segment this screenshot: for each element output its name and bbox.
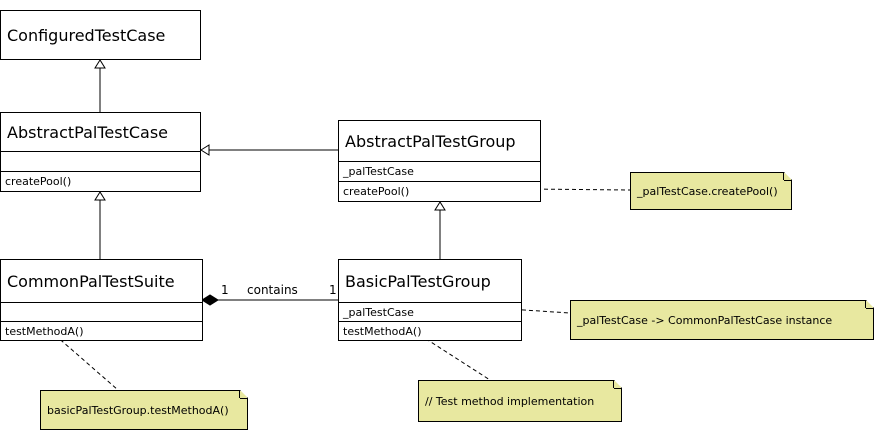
note-text: _palTestCase.createPool() [637, 184, 778, 198]
note-create-pool[interactable]: _palTestCase.createPool() [630, 172, 792, 210]
note-fold [614, 380, 622, 388]
operation-compartment: testMethodA() [1, 321, 202, 340]
note-fold-edge [783, 172, 784, 180]
left-multiplicity: 1 [221, 283, 229, 297]
attribute-compartment [1, 151, 200, 171]
note-suite-method[interactable]: basicPalTestGroup.testMethodA() [40, 390, 248, 430]
operation-compartment: createPool() [339, 181, 540, 201]
class-name: BasicPalTestGroup [345, 271, 491, 291]
class-abstract-pal-test-case[interactable]: AbstractPalTestCase createPool() [0, 112, 201, 192]
note-fold [784, 172, 792, 180]
note-implementation[interactable]: // Test method implementation [418, 380, 622, 422]
attribute-compartment: _palTestCase [339, 161, 540, 181]
note-fold-edge [240, 398, 248, 399]
class-abstract-pal-test-group[interactable]: AbstractPalTestGroup _palTestCase create… [338, 120, 541, 202]
note-anchor-implementation [419, 334, 491, 381]
class-name: AbstractPalTestGroup [345, 131, 516, 151]
class-name: ConfiguredTestCase [7, 25, 166, 45]
note-instance[interactable]: _palTestCase -> CommonPalTestCase instan… [570, 300, 874, 340]
composition-diamond [201, 294, 219, 306]
generalization-arrow-abstract-case [200, 144, 210, 156]
note-anchor-suite-method [54, 334, 119, 391]
note-fold [240, 390, 248, 398]
attribute-compartment [1, 302, 202, 321]
note-fold [866, 300, 874, 308]
generalization-arrow-configured [94, 59, 106, 69]
note-text: basicPalTestGroup.testMethodA() [47, 403, 229, 417]
class-name: CommonPalTestSuite [7, 271, 175, 291]
note-fold-edge [613, 380, 614, 388]
right-multiplicity: 1 [329, 283, 337, 297]
note-fold-edge [614, 388, 622, 389]
attribute-compartment: _palTestCase [339, 302, 521, 321]
class-common-pal-test-suite[interactable]: CommonPalTestSuite testMethodA() [0, 259, 203, 341]
class-name: AbstractPalTestCase [7, 122, 169, 142]
generalization-arrow-basic-group [434, 201, 446, 211]
note-anchor-create-pool [424, 187, 631, 191]
operation-compartment: createPool() [1, 171, 200, 191]
note-text: _palTestCase -> CommonPalTestCase instan… [577, 313, 833, 327]
generalization-arrow-suite [94, 191, 106, 201]
association-label: contains [247, 283, 298, 297]
class-configured-test-case[interactable]: ConfiguredTestCase [0, 10, 201, 60]
note-fold-edge [866, 308, 874, 309]
note-text: // Test method implementation [425, 394, 595, 408]
note-fold-edge [784, 180, 792, 181]
operation-compartment: testMethodA() [339, 321, 521, 340]
note-fold-edge [239, 390, 240, 398]
class-basic-pal-test-group[interactable]: BasicPalTestGroup _palTestCase testMetho… [338, 259, 522, 341]
note-fold-edge [865, 300, 866, 308]
